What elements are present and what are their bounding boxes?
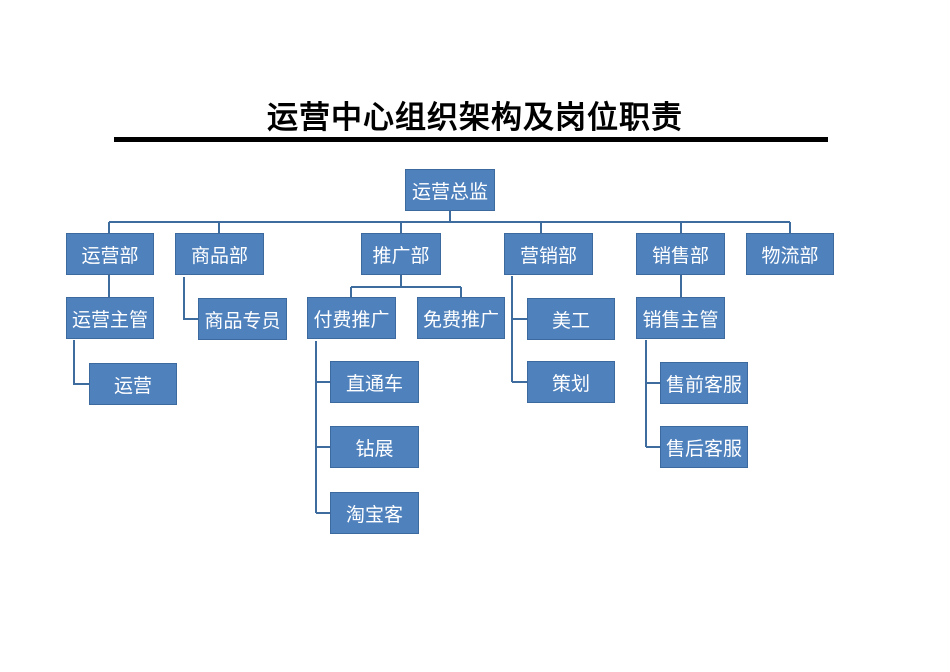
node-designer: 美工 xyxy=(527,298,615,340)
node-through-train: 直通车 xyxy=(330,361,419,403)
node-operations-staff: 运营 xyxy=(89,363,177,405)
node-operations-dept: 运营部 xyxy=(66,233,154,275)
page-title: 运营中心组织架构及岗位职责 xyxy=(267,100,683,136)
node-taobao-affiliate: 淘宝客 xyxy=(330,492,419,534)
node-presales-service: 售前客服 xyxy=(660,362,748,404)
node-marketing-dept: 营销部 xyxy=(504,233,593,275)
node-paid-promotion: 付费推广 xyxy=(307,297,396,339)
node-operations-director: 运营总监 xyxy=(405,169,495,211)
node-promotion-dept: 推广部 xyxy=(361,233,441,275)
node-operations-manager: 运营主管 xyxy=(66,297,154,339)
node-logistics-dept: 物流部 xyxy=(746,233,834,275)
node-diamond-booth: 钻展 xyxy=(330,426,419,468)
node-sales-dept: 销售部 xyxy=(636,233,725,275)
title-underline xyxy=(114,137,828,142)
node-sales-manager: 销售主管 xyxy=(636,297,725,339)
node-aftersales-service: 售后客服 xyxy=(660,426,748,468)
node-merchandise-dept: 商品部 xyxy=(175,233,264,275)
node-planning: 策划 xyxy=(527,361,615,403)
node-free-promotion: 免费推广 xyxy=(417,297,505,339)
node-merchandise-specialist: 商品专员 xyxy=(198,298,287,340)
